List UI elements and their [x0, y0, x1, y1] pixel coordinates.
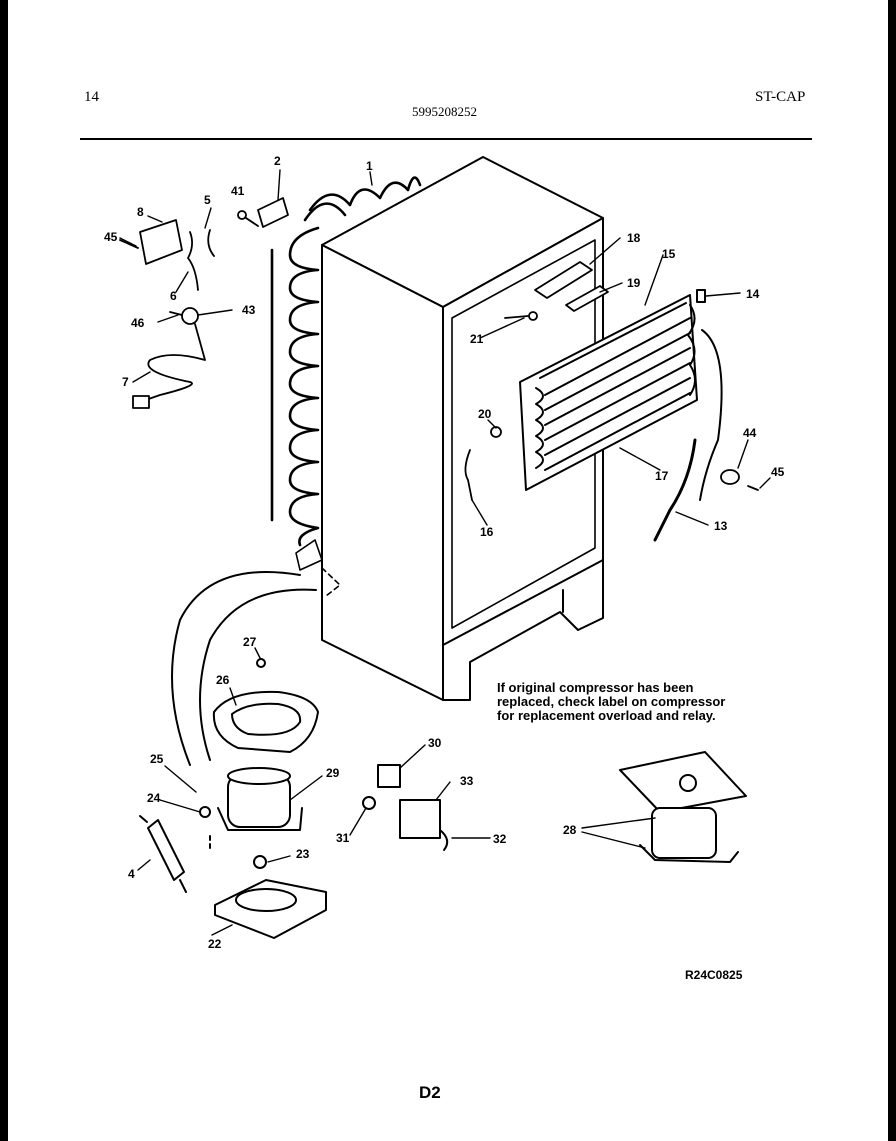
header-rule [80, 138, 812, 140]
callout-24: 24 [147, 791, 161, 805]
callout-1: 1 [366, 159, 373, 173]
callout-27: 27 [243, 635, 257, 649]
callout-labels: 1 2 4 5 6 7 8 13 14 15 16 17 18 19 20 21… [104, 154, 785, 951]
bracket-drawing [237, 197, 289, 228]
callout-25: 25 [150, 752, 164, 766]
callout-33: 33 [460, 774, 474, 788]
leader-lines [119, 169, 771, 936]
tubing-drawing [171, 571, 317, 766]
callout-32: 32 [493, 832, 507, 846]
callout-44: 44 [743, 426, 757, 440]
callout-26: 26 [216, 673, 230, 687]
callout-5: 5 [204, 193, 211, 207]
compressor-drawing [199, 767, 303, 869]
evaporator-drawing [519, 289, 723, 542]
callout-14: 14 [746, 287, 760, 301]
cabinet-drawing [321, 156, 604, 701]
callout-19: 19 [627, 276, 641, 290]
left-frame-edge [0, 0, 8, 1141]
replacement-compressor-drawing [619, 751, 747, 863]
control-parts-drawing [119, 219, 215, 409]
callout-43: 43 [242, 303, 256, 317]
callout-41: 41 [231, 184, 245, 198]
part-number: 5995208252 [412, 104, 477, 119]
callout-30: 30 [428, 736, 442, 750]
callout-2: 2 [274, 154, 281, 168]
callout-21: 21 [470, 332, 484, 346]
callout-46: 46 [131, 316, 145, 330]
evaporator-parts-drawing [464, 261, 609, 501]
right-frame-edge [888, 0, 896, 1141]
callout-20: 20 [478, 407, 492, 421]
base-plate-drawing [214, 879, 327, 939]
condenser-coil-drawing [270, 176, 422, 597]
callout-45-right: 45 [771, 465, 785, 479]
callout-45-left: 45 [104, 230, 118, 244]
model-code: ST-CAP [755, 89, 806, 105]
callout-15: 15 [662, 247, 676, 261]
page-number: 14 [84, 89, 99, 105]
callout-7: 7 [122, 375, 129, 389]
compressor-note: If original compressor has been replaced… [497, 680, 726, 723]
drain-pan-drawing [212, 658, 319, 753]
callout-6: 6 [170, 289, 177, 303]
callout-18: 18 [627, 231, 641, 245]
drawing-code: R24C0825 [685, 968, 743, 982]
drain-parts-drawing [720, 469, 759, 491]
callout-28: 28 [563, 823, 577, 837]
page-code: D2 [419, 1083, 441, 1102]
callout-8: 8 [137, 205, 144, 219]
callout-17: 17 [655, 469, 669, 483]
drier-drawing [139, 815, 187, 893]
callout-4: 4 [128, 867, 135, 881]
callout-23: 23 [296, 847, 310, 861]
callout-29: 29 [326, 766, 340, 780]
callout-13: 13 [714, 519, 728, 533]
callout-31: 31 [336, 831, 350, 845]
callout-22: 22 [208, 937, 222, 951]
electrical-parts-drawing [362, 764, 449, 851]
callout-16: 16 [480, 525, 494, 539]
